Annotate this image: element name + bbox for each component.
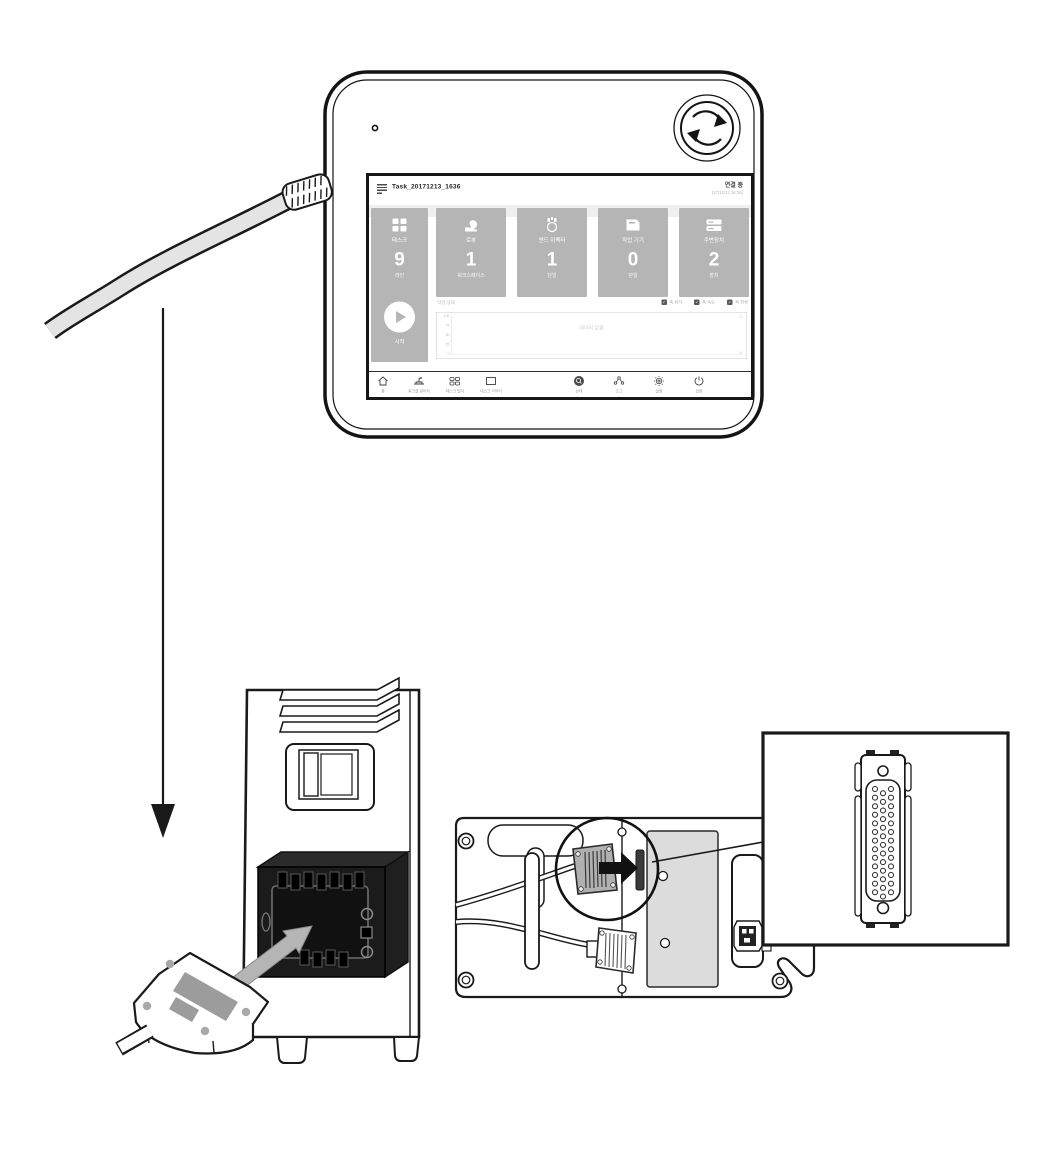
receptacle-screw-hole: [360, 945, 374, 959]
power-switch[interactable]: [285, 743, 375, 811]
monitor-header: 작업 상태 ✓ 축 위치 ✓ 축 속도 ✓ 축 전류: [437, 299, 748, 308]
card-value: 2: [708, 249, 720, 270]
io-cover-panel: [646, 830, 719, 988]
magnifier-circle: [554, 816, 660, 922]
card-unit: 라인: [394, 273, 405, 279]
nav-home[interactable]: 홈: [369, 375, 402, 395]
checkbox-label: 축 속도: [702, 299, 716, 305]
checkbox-label: 축 전류: [735, 299, 748, 305]
jog-icon: [613, 376, 625, 385]
cable-strap: [524, 852, 540, 970]
vent-slats: [278, 676, 400, 733]
nav-power[interactable]: 전원: [680, 375, 718, 395]
peripheral-icon: [705, 215, 723, 235]
start-label: 시작: [394, 339, 405, 345]
card-value: 9: [394, 249, 405, 270]
right-tick: 0: [740, 351, 742, 356]
robot-icon: [462, 215, 480, 235]
machine-icon: [624, 215, 642, 235]
bottom-nav-bar: 홈 워크셀 관리자 태스크 빌더 태스크 라이터 상태 조그: [369, 371, 751, 397]
connection-arrow-down: [151, 308, 175, 838]
status-icon: [574, 376, 584, 386]
power-icon: [694, 376, 704, 386]
monitor-chart: 100 75 50 25 0 1 0 데이터 없음: [436, 312, 747, 359]
workcell-icon: [414, 377, 424, 385]
nav-settings[interactable]: 설정: [640, 375, 678, 395]
card-peripheral[interactable]: 주변장치 2 장치: [679, 208, 749, 297]
plug-label-small: [169, 997, 199, 1022]
card-value: 0: [627, 249, 639, 270]
card-unit: 장치: [709, 273, 719, 279]
y-tick: 0: [447, 352, 450, 357]
card-label: 로봇: [465, 237, 477, 244]
pendant-cable-receptacle: [255, 850, 411, 979]
callout-line: [651, 841, 764, 863]
nav-task-writer[interactable]: 태스크 라이터: [472, 375, 510, 395]
status-led: [371, 124, 379, 132]
connection-status-text: 연결 중: [724, 181, 743, 189]
card-machine[interactable]: 작업 기기 0 단일: [598, 208, 668, 297]
y-tick: 25: [445, 343, 450, 347]
card-end-effector[interactable]: 엔드 이펙터 1 단일: [517, 208, 587, 297]
home-icon: [378, 376, 388, 386]
card-label: 주변장치: [703, 237, 725, 244]
task-writer-icon: [486, 377, 496, 385]
task-builder-icon: [449, 377, 460, 386]
y-tick: 100: [443, 314, 450, 319]
checkbox-checked-icon: ✓: [661, 299, 667, 305]
checkbox-label: 축 위치: [669, 299, 683, 305]
chart-axis: [451, 316, 742, 355]
card-value: 1: [465, 249, 477, 270]
card-value: 1: [546, 249, 558, 270]
card-robot[interactable]: 로봇 1 워크스페이스: [436, 208, 506, 297]
panel-connector-lower: [586, 927, 637, 974]
settings-gear-icon: [654, 376, 664, 386]
panel-connector-slot: [635, 849, 645, 891]
play-icon: [396, 311, 406, 323]
card-label: 작업 기기: [622, 237, 644, 244]
dsub-pin-field: [872, 786, 894, 900]
chart-empty-message: 데이터 없음: [579, 325, 604, 332]
nav-task-builder[interactable]: 태스크 빌더: [436, 375, 474, 395]
cable-boot: [281, 173, 333, 211]
card-label: 엔드 이펙터: [538, 237, 566, 244]
insert-arrow-black: [599, 852, 638, 884]
nav-workcell-manager[interactable]: 워크셀 관리자: [400, 375, 438, 395]
card-unit: 단일: [547, 273, 557, 279]
card-unit: 단일: [628, 273, 638, 279]
checkbox-checked-icon: ✓: [727, 299, 733, 305]
panel-connector-upper: [572, 843, 618, 895]
menu-hamburger-icon[interactable]: [377, 184, 387, 194]
pendant-cable: [44, 182, 310, 340]
connector-detail-box: [761, 731, 1010, 947]
connection-status-time: (17/12/13 16:36): [711, 190, 743, 195]
pendant-screen: Task_20171213_1636 연결 중 (17/12/13 16:36)…: [366, 173, 754, 400]
connection-status: 연결 중 (17/12/13 16:36): [712, 181, 743, 196]
start-play-button[interactable]: [384, 301, 415, 333]
monitor-label: 작업 상태: [437, 300, 455, 305]
card-label: 태스크: [391, 237, 408, 244]
receptacle-screw-hole: [360, 907, 374, 921]
monitor-checkbox-1[interactable]: ✓ 축 위치: [661, 299, 682, 305]
emergency-stop-button[interactable]: [673, 94, 741, 162]
card-task[interactable]: 태스크 9 라인 시작: [371, 208, 428, 362]
checkbox-checked-icon: ✓: [694, 299, 700, 305]
y-tick: 50: [445, 333, 450, 338]
monitor-checkbox-2[interactable]: ✓ 축 속도: [694, 299, 715, 305]
end-effector-icon: [544, 215, 561, 235]
y-tick: 75: [445, 324, 450, 328]
pendant-cable-plug: [115, 951, 270, 1056]
task-icon: [391, 215, 408, 235]
task-title: Task_20171213_1636: [392, 182, 461, 191]
controller-back-panel: [454, 816, 816, 999]
nav-status[interactable]: 상태: [560, 375, 598, 395]
right-tick: 1: [740, 315, 742, 320]
monitor-checkbox-3[interactable]: ✓ 축 전류: [727, 299, 748, 305]
card-unit: 워크스페이스: [457, 273, 485, 279]
dsub-connector-detail: [854, 750, 912, 928]
plug-label-large: [173, 972, 238, 1021]
nav-jog[interactable]: 조그: [600, 375, 638, 395]
